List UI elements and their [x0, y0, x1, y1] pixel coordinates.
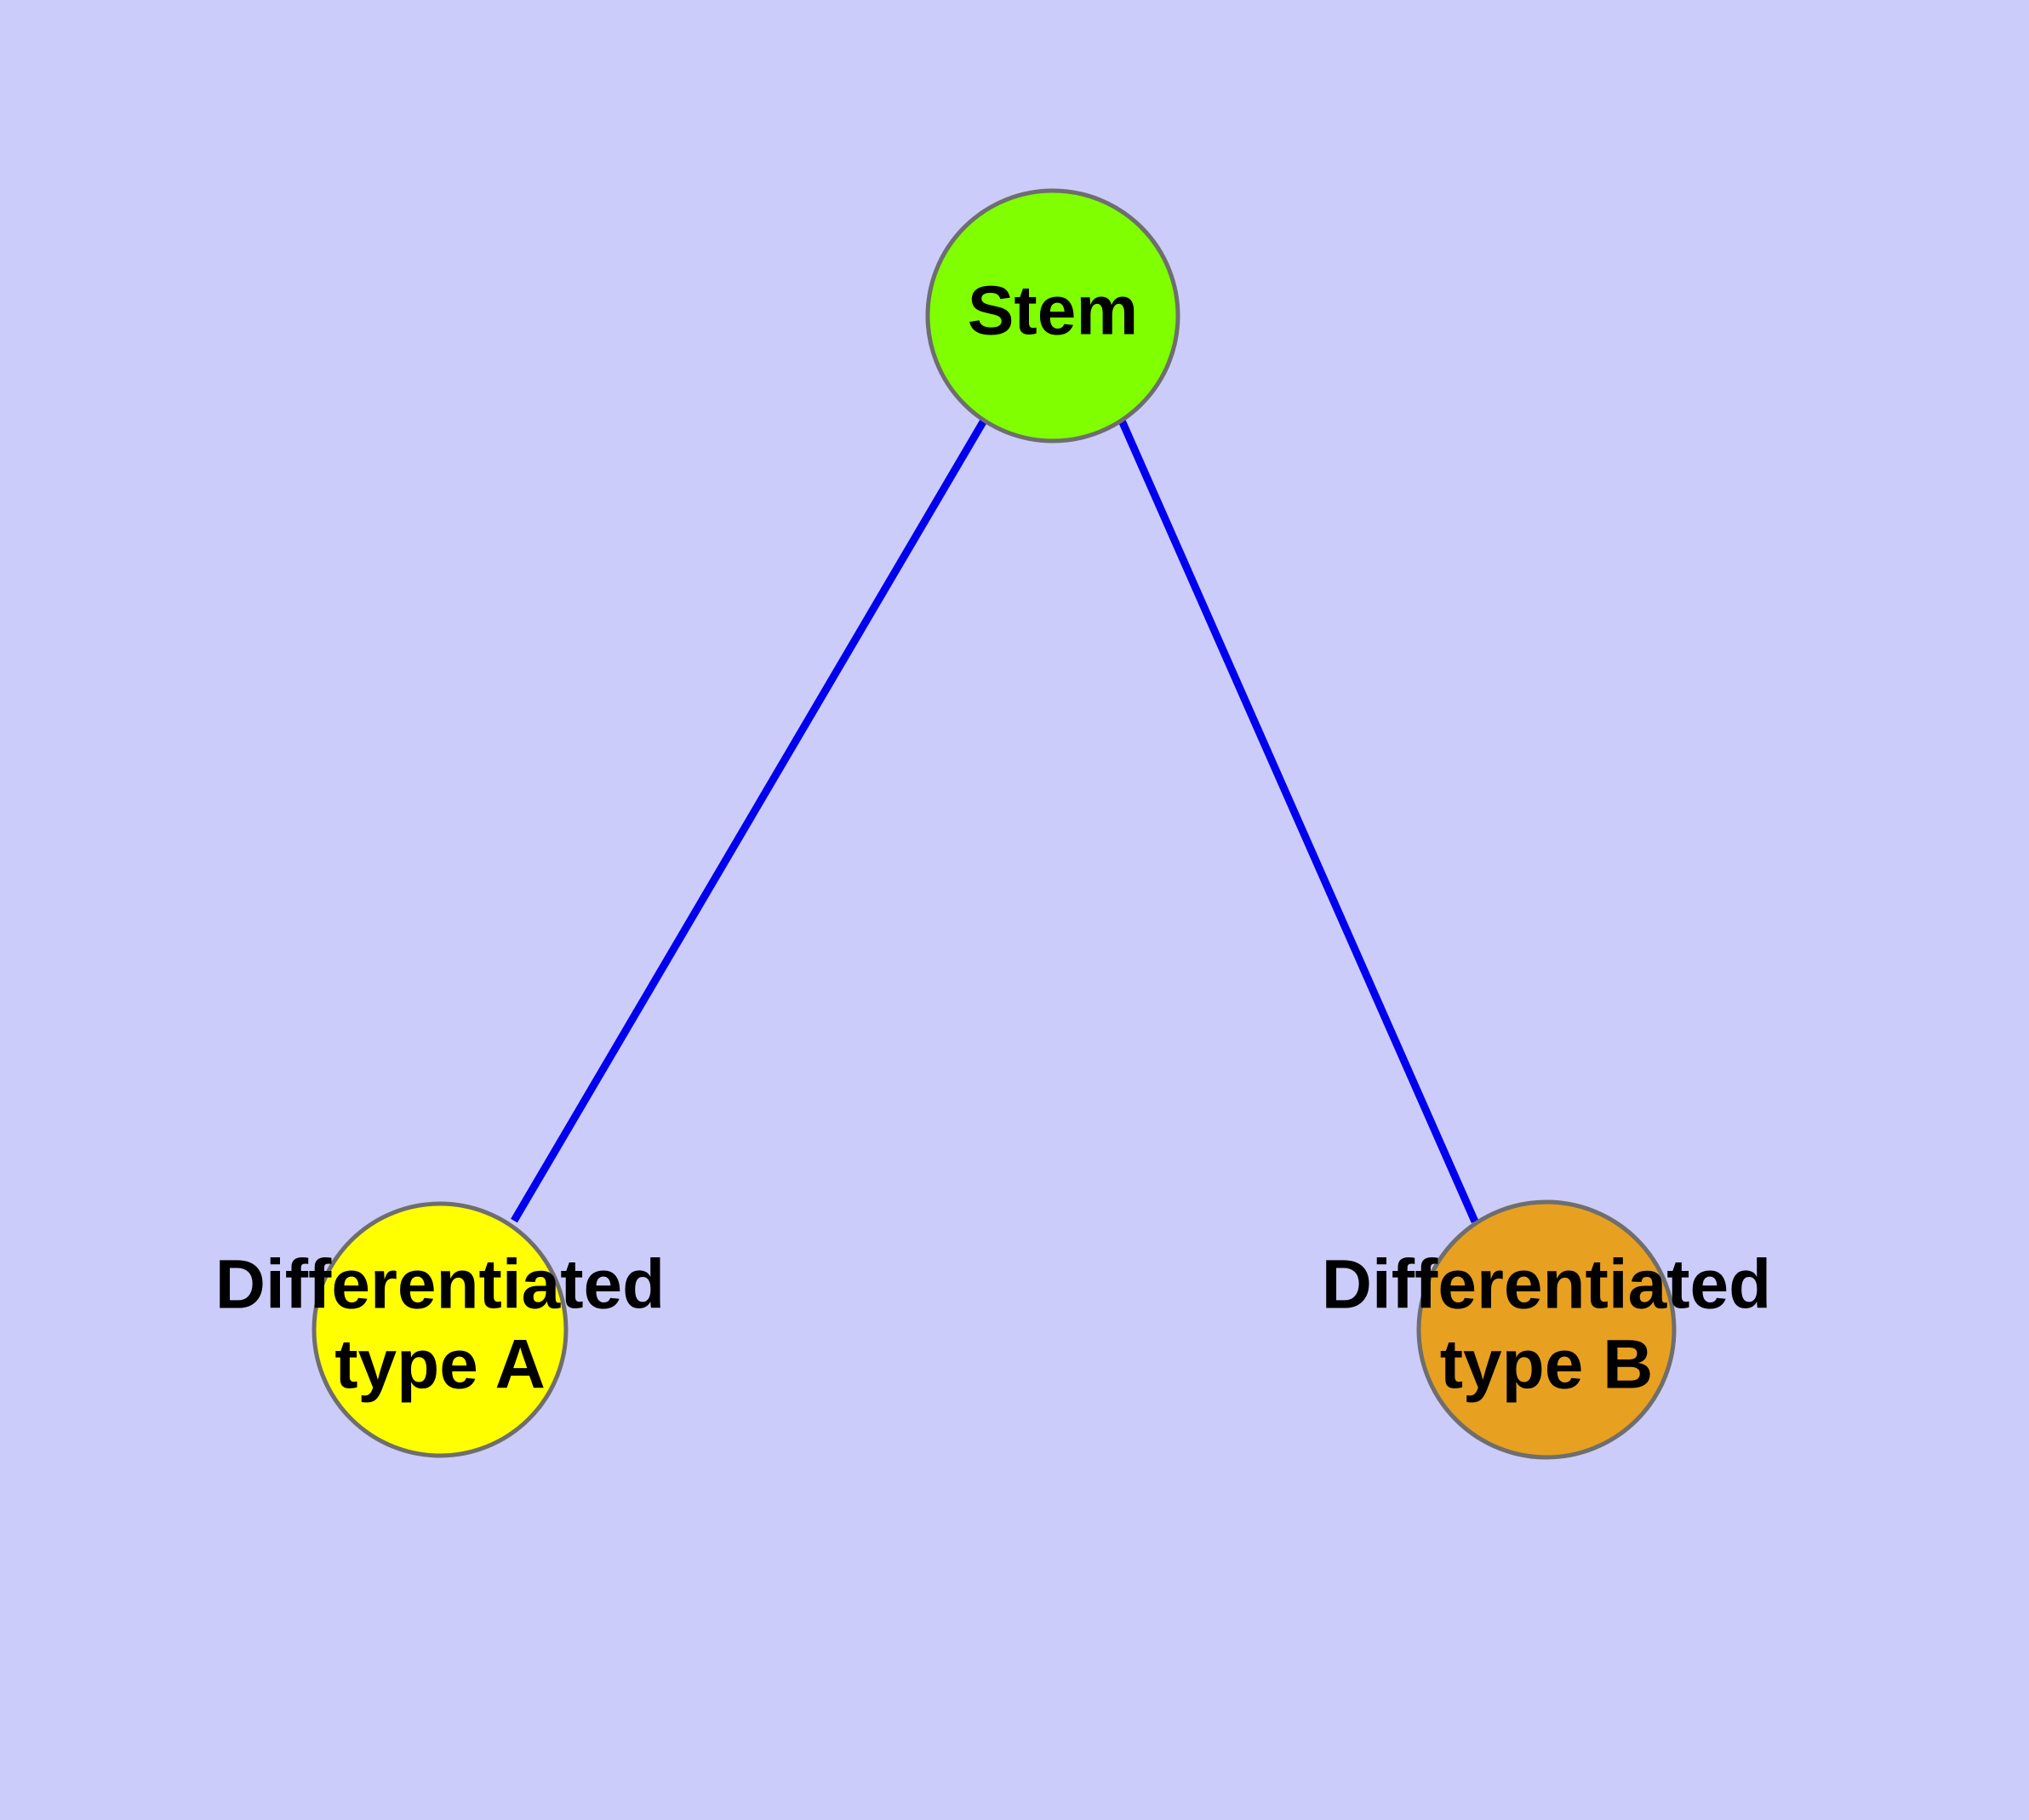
edges-layer [511, 418, 1479, 1223]
nodes-layer [311, 188, 1677, 1460]
node-label-line-diff-a-0: Differentiated [215, 1246, 666, 1324]
node-label-line-diff-b-1: type B [1440, 1326, 1654, 1404]
node-circle-diff-a[interactable] [311, 1201, 569, 1458]
node-label-line-diff-a-1: type A [334, 1326, 546, 1404]
node-circle-diff-b[interactable] [1416, 1199, 1677, 1460]
node-label-stem: Stem [968, 272, 1139, 350]
edge-stem-to-diff-b[interactable] [1117, 419, 1479, 1223]
node-label-line-stem-0: Stem [968, 272, 1139, 350]
edge-stem-to-diff-a[interactable] [511, 418, 987, 1223]
node-label-line-diff-b-0: Differentiated [1322, 1246, 1772, 1324]
node-circle-stem[interactable] [925, 188, 1180, 444]
